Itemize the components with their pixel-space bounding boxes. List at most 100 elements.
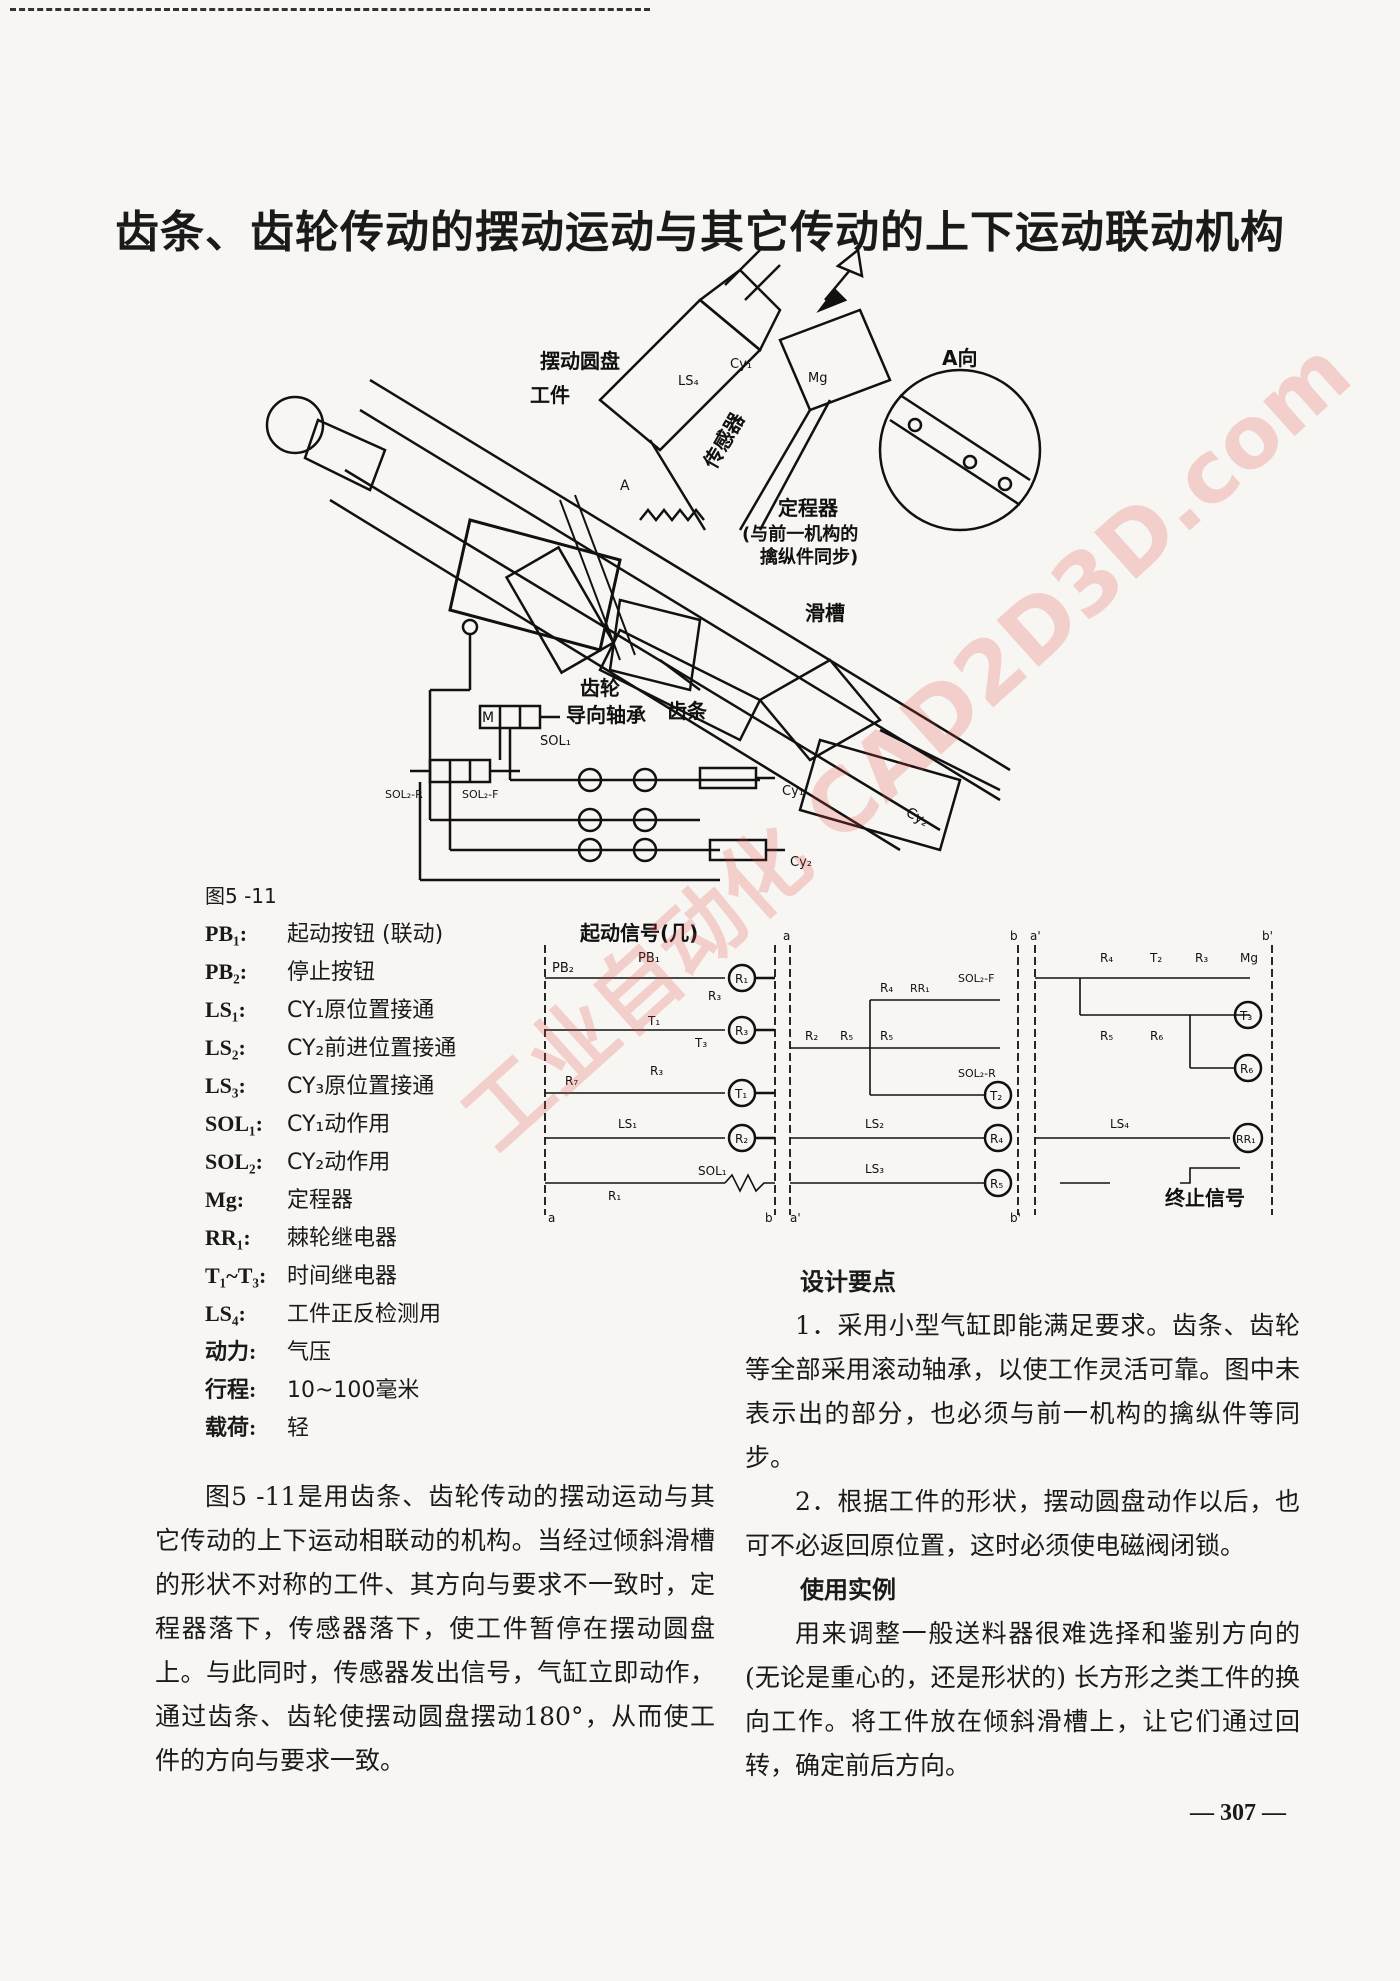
legend-value: 时间继电器 [287, 1264, 398, 1289]
legend-row: 行程: 10~100毫米 [205, 1371, 456, 1409]
label-positioner: 定程器 [778, 496, 839, 520]
legend-row: 动力: 气压 [205, 1333, 456, 1371]
mechanism-figure: 摆动圆盘 工件 传感器 定程器 (与前一机构的 擒纵件同步) 滑槽 齿轮 导向轴… [265, 247, 1273, 1225]
design-point-2: 2．根据工件的形状，摆动圆盘动作以后，也可不必返回原位置，这时必须使电磁阀闭锁。 [745, 1487, 1300, 1560]
legend-key: LS₄: [205, 1301, 246, 1326]
page-title: 齿条、齿轮传动的摆动运动与其它传动的上下运动联动机构 [115, 207, 1285, 258]
legend-key: RR₁: [205, 1225, 251, 1250]
legend-value: CY₃原位置接通 [287, 1074, 435, 1099]
ladder-b-prime-bottom: b' [1010, 1211, 1021, 1225]
ladder-pb1: PB₁ [638, 951, 660, 966]
ladder-coil-r1: R₁ [735, 972, 748, 986]
legend-key: PB₂: [205, 959, 248, 984]
label-gear: 齿轮 [580, 676, 620, 700]
figure-caption: 图5 -11 [205, 884, 277, 908]
label-arrow-a: A [620, 478, 630, 494]
description-paragraph: 图5 -11是用齿条、齿轮传动的摆动运动与其它传动的上下运动相联动的机构。当经过… [155, 1482, 715, 1775]
ladder-r3-a: R₃ [708, 989, 721, 1003]
ladder-mg: Mg [1240, 951, 1258, 965]
ladder-coil-r3: R₃ [735, 1024, 748, 1038]
ladder-ls1: LS₁ [618, 1117, 637, 1131]
label-cy1-circuit: Cy₁ [782, 784, 804, 799]
legend-row: LS₄: 工件正反检测用 [205, 1295, 456, 1333]
legend-value: CY₂前进位置接通 [287, 1036, 457, 1061]
ladder-ls3: LS₃ [865, 1162, 884, 1176]
label-mg: Mg [808, 371, 827, 386]
design-point-1: 1．采用小型气缸即能满足要求。齿条、齿轮等全部采用滚动轴承，以使工作灵活可靠。图… [745, 1311, 1300, 1472]
ladder-rr1-contact: RR₁ [910, 982, 930, 995]
ladder-coil-rr1: RR₁ [1236, 1133, 1256, 1146]
legend-key: Mg: [205, 1187, 245, 1212]
legend-value: 棘轮继电器 [287, 1226, 398, 1251]
label-sol2r: SOL₂-R [385, 788, 423, 801]
legend-row: T₁~T₃: 时间继电器 [205, 1257, 456, 1295]
legend-list: PB₁: 起动按钮 (联动) PB₂: 停止按钮 LS₁:CY₁原位置接通 LS₂:… [205, 915, 456, 1447]
ladder-sol2r: SOL₂-R [958, 1067, 996, 1080]
ladder-sol1: SOL₁ [698, 1164, 727, 1178]
legend-value: 10~100毫米 [287, 1378, 420, 1403]
legend-key: LS₂: [205, 1035, 246, 1060]
legend-value: CY₂动作用 [287, 1150, 391, 1175]
ladder-a-top: a [783, 929, 790, 943]
ladder-b-bottom: b [765, 1211, 773, 1225]
legend-key: 载荷: [205, 1415, 257, 1440]
label-cy2-circuit: Cy₂ [790, 855, 812, 870]
ladder-a-prime-bottom: a' [790, 1211, 801, 1225]
ladder-b-top: b [1010, 929, 1018, 943]
label-m: M [482, 710, 494, 726]
label-cy1: Cy₁ [730, 357, 752, 372]
label-sol2f: SOL₂-F [462, 788, 498, 801]
ladder-r1-contact: R₁ [608, 1189, 621, 1203]
legend-row: RR₁: 棘轮继电器 [205, 1219, 456, 1257]
right-column: 设计要点 1．采用小型气缸即能满足要求。齿条、齿轮等全部采用滚动轴承，以使工作灵… [745, 1260, 1300, 1788]
label-rack: 齿条 [667, 699, 708, 723]
legend-row: PB₂: 停止按钮 [205, 953, 456, 991]
label-positioner-note-2: 擒纵件同步) [760, 546, 858, 568]
ladder-a-prime-top: a' [1030, 929, 1041, 943]
ladder-coil-r4: R₄ [990, 1132, 1003, 1146]
ladder-t3: T₃ [694, 1036, 707, 1050]
ladder-r4-right: R₄ [1100, 951, 1113, 965]
legend-key: PB₁: [205, 921, 248, 946]
ladder-r5-b: R₅ [880, 1029, 893, 1043]
legend-row: SOL₁:CY₁动作用 [205, 1105, 456, 1143]
legend-value: CY₁动作用 [287, 1112, 391, 1137]
legend-row: LS₁:CY₁原位置接通 [205, 991, 456, 1029]
ladder-start-signal: 起动信号(几) [579, 921, 698, 945]
legend-key: T₁~T₃: [205, 1263, 267, 1288]
label-positioner-note-1: (与前一机构的 [742, 523, 858, 545]
page-number: — 307 — [1190, 1800, 1286, 1826]
legend-value: 轻 [287, 1416, 310, 1441]
ladder-b-prime-top: b' [1262, 929, 1273, 943]
legend-value: 气压 [287, 1340, 332, 1365]
legend-row: 载荷: 轻 [205, 1409, 456, 1447]
legend-key: LS₁: [205, 997, 246, 1022]
legend-value: 起动按钮 (联动) [287, 922, 444, 947]
label-guide-bearing: 导向轴承 [566, 703, 646, 727]
legend-value: 停止按钮 [287, 960, 376, 985]
ladder-r5-right: R₅ [1100, 1029, 1113, 1043]
label-swing-disc: 摆动圆盘 [540, 349, 620, 373]
label-slide-groove: 滑槽 [805, 601, 845, 625]
ladder-r3-b: R₃ [650, 1064, 663, 1078]
label-cy2-body: Cy₂ [903, 805, 932, 831]
ladder-r2-contact: R₂ [805, 1029, 818, 1043]
legend-value: 工件正反检测用 [287, 1302, 442, 1327]
label-workpiece: 工件 [530, 383, 570, 407]
ladder-r3-right: R₃ [1195, 951, 1208, 965]
legend-row: LS₂: CY₂前进位置接通 [205, 1029, 456, 1067]
ladder-coil-t3: T₃ [1239, 1009, 1252, 1023]
ladder-r6-right: R₆ [1150, 1029, 1163, 1043]
design-points-heading: 设计要点 [800, 1268, 896, 1296]
label-view-a: A向 [942, 346, 977, 370]
legend-row: Mg:定程器 [205, 1181, 456, 1219]
legend-key: 行程: [205, 1377, 257, 1402]
label-ls4: LS₄ [678, 374, 699, 389]
ladder-ls4: LS₄ [1110, 1117, 1129, 1131]
legend-key: LS₃: [205, 1073, 246, 1098]
legend-key: 动力: [205, 1339, 257, 1364]
ladder-sol2f: SOL₂-F [958, 972, 994, 985]
ladder-t1-contact: T₁ [647, 1014, 660, 1028]
ladder-ls2: LS₂ [865, 1117, 884, 1131]
ladder-coil-r2: R₂ [735, 1132, 748, 1146]
